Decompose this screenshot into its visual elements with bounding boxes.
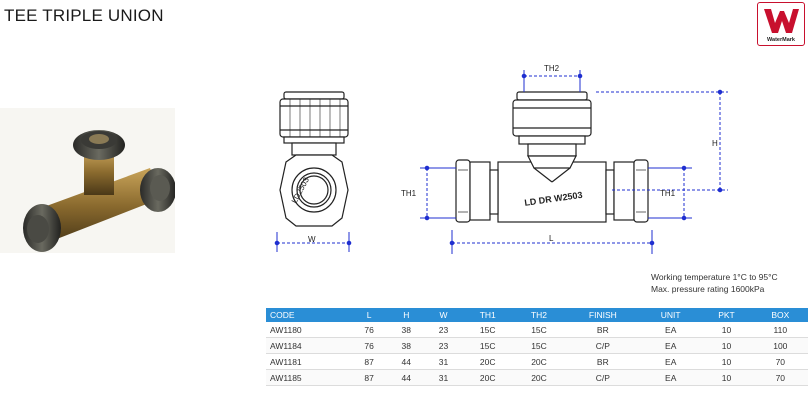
dim-label-th2: TH2: [544, 64, 560, 73]
cell-h: 44: [387, 369, 425, 386]
cell-th1: 15C: [462, 322, 514, 338]
cell-h: 38: [387, 322, 425, 338]
table-row: AW1185 87 44 31 20C 20C C/P EA 10 70: [266, 369, 808, 386]
cell-h: 38: [387, 337, 425, 354]
cell-l: 76: [350, 322, 388, 338]
col-code: CODE: [266, 308, 351, 322]
cell-th1: 20C: [462, 369, 514, 386]
dim-label-h: H: [712, 139, 718, 148]
cell-box: 70: [752, 353, 808, 370]
spec-table-header: CODE L H W TH1 TH2 FINISH UNIT PKT BOX: [266, 308, 808, 322]
page-title: TEE TRIPLE UNION: [4, 6, 164, 25]
table-row: AW1181 87 44 31 20C 20C BR EA 10 70: [266, 353, 808, 370]
spec-table: CODE L H W TH1 TH2 FINISH UNIT PKT BOX A…: [266, 308, 808, 386]
col-l: L: [350, 308, 388, 322]
col-finish: FINISH: [564, 308, 642, 322]
cell-w: 31: [424, 369, 463, 386]
cell-box: 70: [752, 369, 808, 386]
cell-unit: EA: [641, 337, 701, 354]
cell-box: 110: [752, 322, 808, 338]
dim-label-w: W: [308, 235, 316, 244]
col-th2: TH2: [513, 308, 565, 322]
cell-finish: C/P: [564, 337, 642, 354]
cell-code: AW1181: [266, 353, 351, 370]
col-unit: UNIT: [641, 308, 701, 322]
note-temperature: Working temperature 1°C to 95°C: [651, 272, 778, 282]
cell-code: AW1180: [266, 322, 351, 338]
col-w: W: [424, 308, 463, 322]
table-row: AW1184 76 38 23 15C 15C C/P EA 10 100: [266, 337, 808, 354]
cell-pkt: 10: [700, 337, 753, 354]
dim-label-th1-left: TH1: [401, 189, 417, 198]
cell-l: 76: [350, 337, 388, 354]
cell-th2: 15C: [513, 337, 565, 354]
cell-code: AW1185: [266, 369, 351, 386]
cell-th1: 15C: [462, 337, 514, 354]
cell-finish: C/P: [564, 369, 642, 386]
cell-w: 31: [424, 353, 463, 370]
cell-th2: 20C: [513, 369, 565, 386]
dim-label-th1-right: TH1: [660, 189, 676, 198]
technical-drawing: LD2503 LD DR W2503: [274, 64, 728, 254]
watermark-logo-text: WaterMark: [767, 37, 795, 43]
cell-box: 100: [752, 337, 808, 354]
cell-finish: BR: [564, 353, 642, 370]
dimension-lines: [274, 70, 728, 254]
cell-h: 44: [387, 353, 425, 370]
side-view: [279, 91, 349, 227]
cell-unit: EA: [641, 353, 701, 370]
cell-pkt: 10: [700, 322, 753, 338]
col-h: H: [387, 308, 425, 322]
cell-finish: BR: [564, 322, 642, 338]
spec-notes: Working temperature 1°C to 95°C Max. pre…: [651, 271, 778, 295]
col-pkt: PKT: [700, 308, 753, 322]
cell-w: 23: [424, 322, 463, 338]
cell-w: 23: [424, 337, 463, 354]
front-view: [455, 91, 649, 223]
col-box: BOX: [752, 308, 808, 322]
note-pressure: Max. pressure rating 1600kPa: [651, 284, 765, 294]
product-photo: [0, 108, 175, 253]
dim-label-l: L: [549, 234, 554, 243]
cell-l: 87: [350, 369, 388, 386]
cell-code: AW1184: [266, 337, 351, 354]
cell-th2: 15C: [513, 322, 565, 338]
cell-unit: EA: [641, 322, 701, 338]
cell-unit: EA: [641, 369, 701, 386]
table-row: AW1180 76 38 23 15C 15C BR EA 10 110: [266, 322, 808, 338]
cell-pkt: 10: [700, 369, 753, 386]
cell-th2: 20C: [513, 353, 565, 370]
cell-th1: 20C: [462, 353, 514, 370]
watermark-w-icon: [764, 9, 799, 33]
cell-pkt: 10: [700, 353, 753, 370]
cell-l: 87: [350, 353, 388, 370]
col-th1: TH1: [462, 308, 514, 322]
watermark-logo: WaterMark: [757, 2, 805, 46]
